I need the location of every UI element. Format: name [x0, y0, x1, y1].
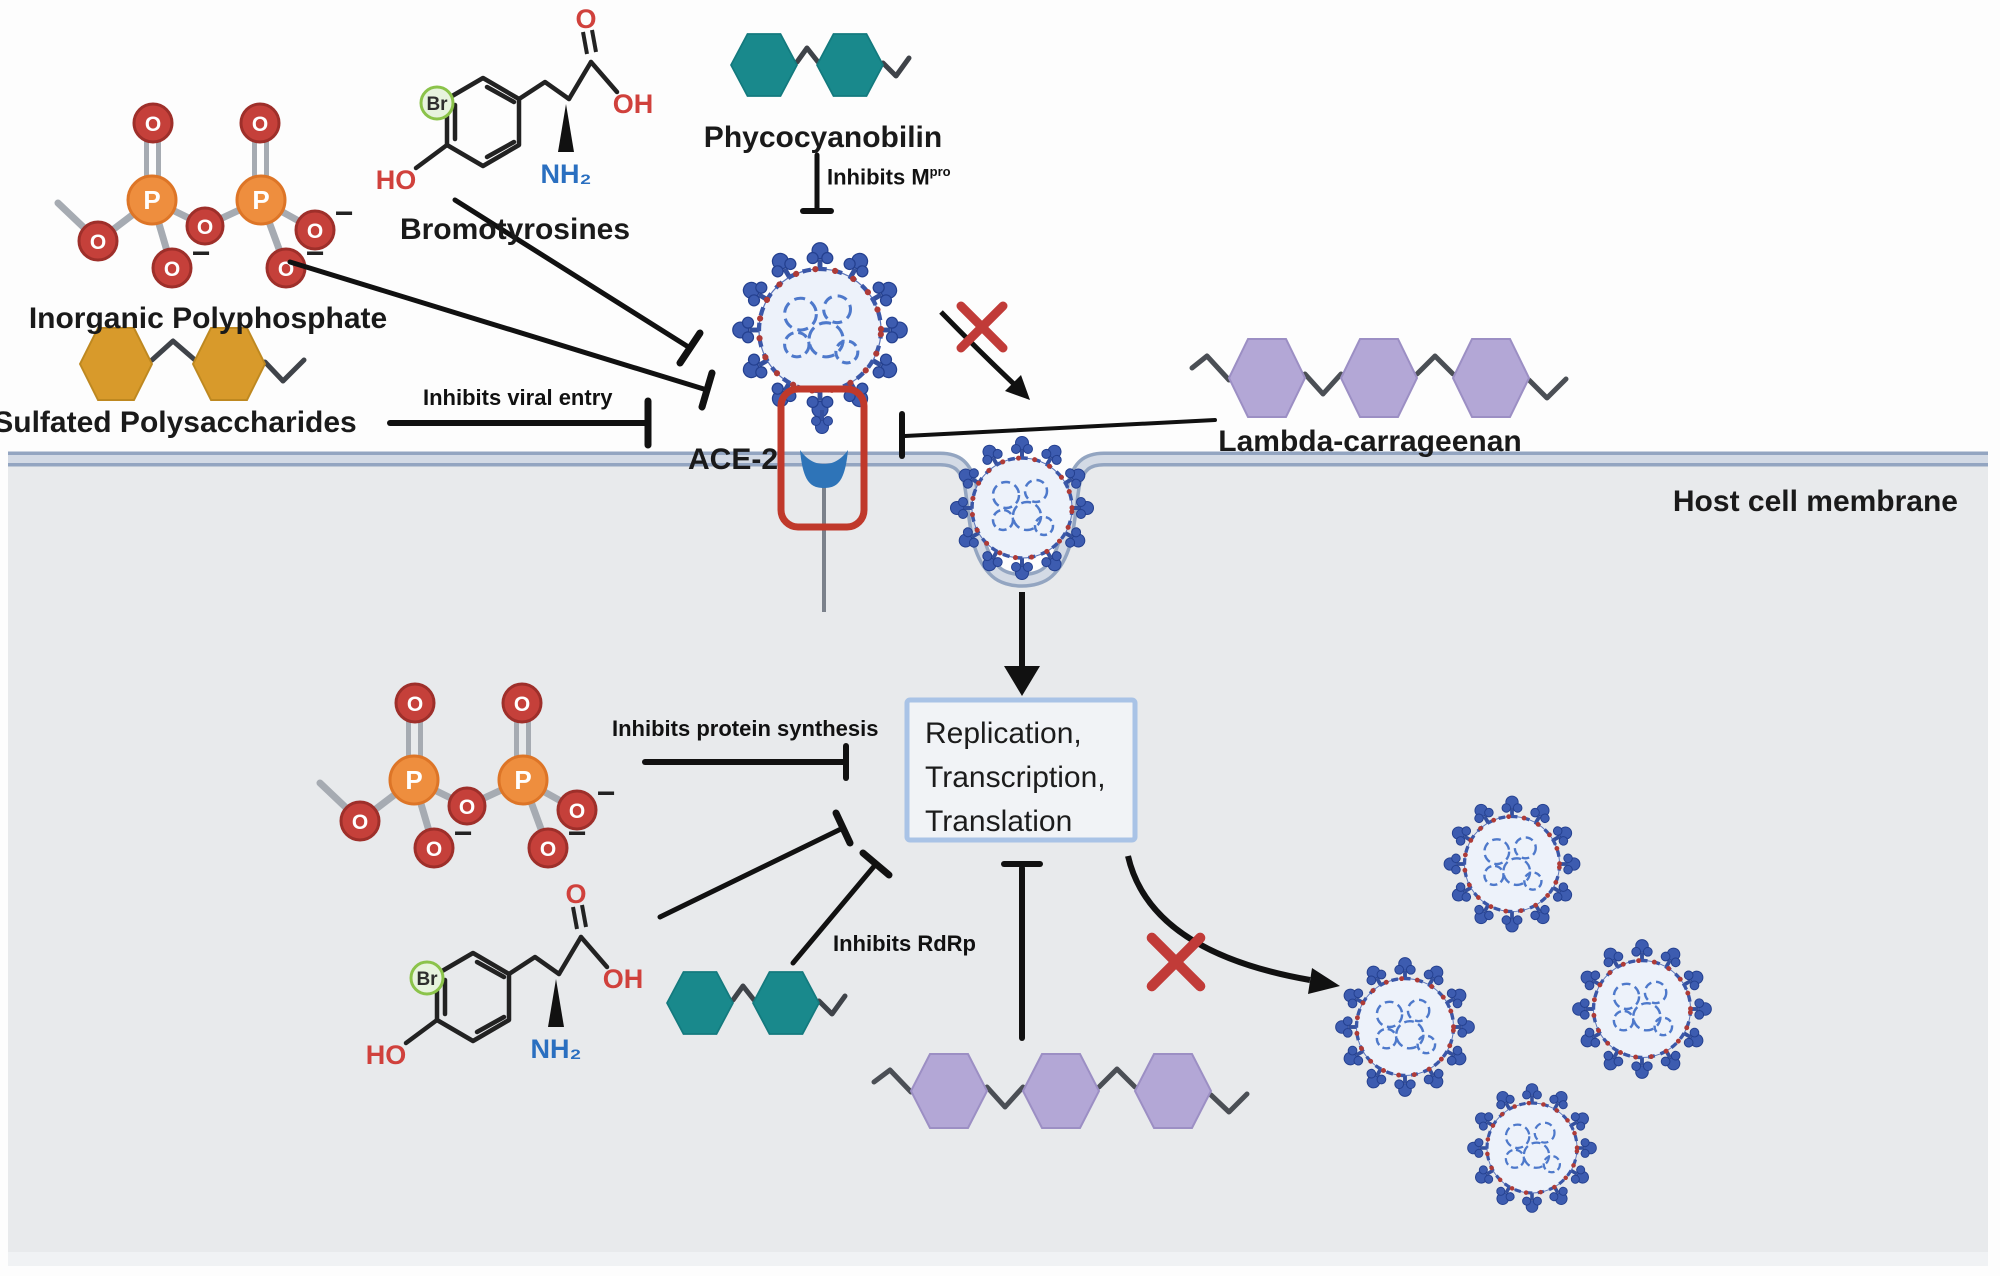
inhibits-mpro-superscript: pro [929, 164, 951, 179]
bromotyrosines-top [376, 4, 654, 195]
phycocyanobilin-label: Phycocyanobilin [703, 121, 943, 154]
host-cell-membrane-label: Host cell membrane [1672, 485, 1958, 518]
inhibits-mpro-label: Inhibits Mpro [827, 164, 951, 190]
replication-line: Replication, [925, 717, 1082, 750]
replication-box-text: Replication, Transcription, Translation [925, 712, 1106, 844]
inhibits-mpro-text: Inhibits M [827, 164, 930, 190]
lambda-carrageenan-structure [1189, 337, 1569, 419]
phycocyanobilin-structure [730, 33, 912, 97]
blocked-entry-cross-icon [961, 306, 1003, 348]
ace2-label: ACE-2 [687, 443, 779, 476]
translation-line: Translation [925, 805, 1073, 838]
flow-arrows [939, 310, 1340, 994]
sulfated-polysaccharides-label: Sulfated Polysaccharides [0, 406, 357, 439]
phycocyanobilin-in-cell [666, 971, 848, 1035]
host-cell-interior [8, 459, 1988, 1252]
lambda-carrageenan-in-cell [871, 1053, 1250, 1129]
inorganic-polyphosphate-label: Inorganic Polyphosphate [28, 302, 388, 335]
transcription-line: Transcription, [925, 761, 1106, 794]
ace2-binding-highlight-box [777, 385, 868, 531]
inhibits-protein-synthesis-label: Inhibits protein synthesis [612, 716, 879, 741]
inhibits-viral-entry-label: Inhibits viral entry [423, 385, 613, 410]
inhibition-arrows [287, 152, 1217, 1041]
sulfated-polysaccharides-structure [79, 327, 307, 401]
inorganic-polyphosphate-top [58, 104, 353, 287]
replication-box [904, 697, 1138, 843]
cell-bottom-strip [8, 1252, 1988, 1266]
lambda-carrageenan-label: Lambda-carrageenan [1218, 425, 1522, 458]
inhibits-rdrp-label: Inhibits RdRp [833, 931, 976, 956]
bromotyrosines-label: Bromotyrosines [399, 213, 631, 246]
ace2-receptor [800, 450, 848, 488]
